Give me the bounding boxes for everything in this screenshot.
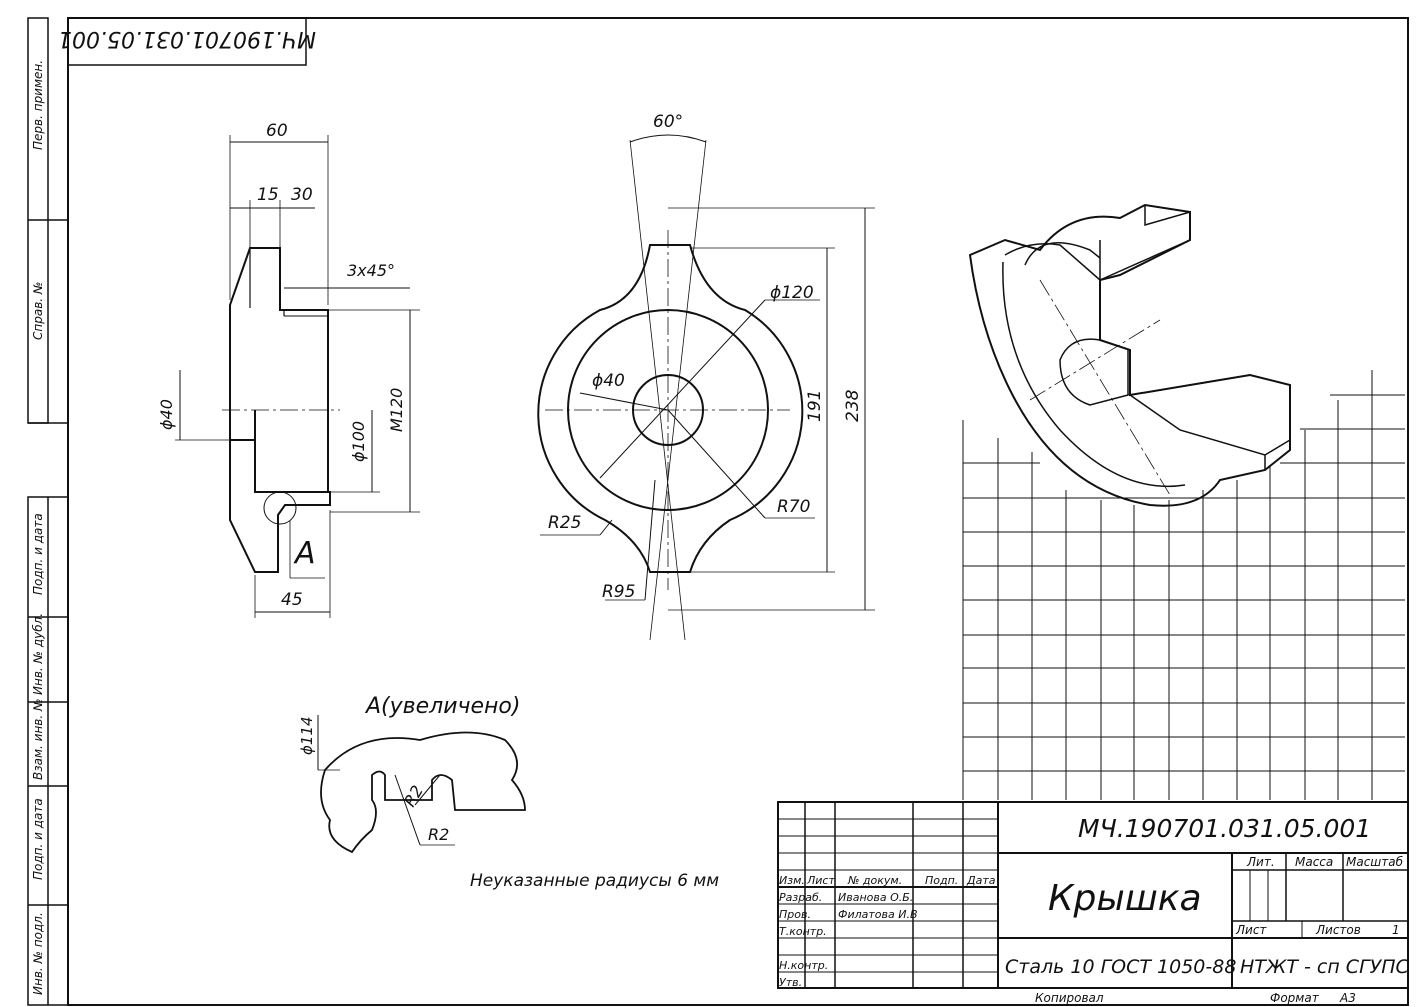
title-block: Изм. Лист № докум. Подп. Дата Разраб. Ив…	[777, 801, 1410, 1005]
dim-d40-side: ϕ40	[157, 399, 176, 430]
row-role: Разраб.	[779, 891, 822, 904]
dim-r2a: R2	[400, 782, 427, 810]
masshtab-label: Масштаб	[1346, 855, 1404, 869]
title-code: МЧ.190701.031.05.001	[1078, 814, 1371, 843]
dim-191: 191	[805, 390, 825, 422]
dim-238: 238	[843, 389, 863, 422]
row-name: Филатова И.В	[838, 908, 918, 921]
dim-m120: M120	[387, 388, 406, 432]
front-view: 60° ϕ120 ϕ40 191 238 R25 R70 R95	[537, 112, 875, 641]
side-label-sprav: Справ. №	[31, 282, 45, 340]
list-label: Лист	[1235, 923, 1267, 937]
dim-r70: R70	[777, 497, 810, 517]
dim-d40-front: ϕ40	[592, 371, 625, 391]
col-izm: Изм.	[779, 874, 805, 887]
angle-60: 60°	[653, 112, 683, 132]
detail-view: A(увеличено) ϕ114 R2 R2	[298, 694, 526, 854]
lit-label: Лит.	[1246, 855, 1275, 869]
kopiroval-label: Копировал	[1035, 991, 1104, 1005]
dim-15: 15	[257, 185, 279, 205]
side-label-inv-podl: Инв. № подл.	[31, 912, 45, 995]
sheet-frame	[27, 17, 1409, 1006]
format-label: Формат	[1270, 991, 1320, 1005]
listov-value: 1	[1392, 923, 1400, 937]
section-view: 60 15 30 3x45° ϕ40 ϕ100 M120 45 A	[157, 121, 420, 618]
dim-r25: R25	[548, 513, 581, 533]
dim-d120: ϕ120	[770, 283, 814, 303]
dim-r2b: R2	[428, 825, 449, 844]
dim-45: 45	[281, 590, 303, 610]
col-data: Дата	[966, 874, 996, 887]
dim-r95: R95	[602, 582, 635, 602]
top-code-box: МЧ.190701.031.05.001	[58, 17, 316, 66]
row-name: Иванова О.Б.	[838, 891, 913, 904]
col-podp: Подп.	[925, 874, 958, 887]
material: Сталь 10 ГОСТ 1050-88	[1005, 956, 1236, 978]
isometric-view	[962, 203, 1405, 800]
organization: НТЖТ - сп СГУПС	[1240, 956, 1410, 978]
side-label-vzam: Взам. инв. №	[31, 699, 45, 780]
dim-chamfer: 3x45°	[347, 261, 395, 280]
side-label-podp1: Подп. и дата	[31, 513, 45, 595]
part-name: Крышка	[1048, 878, 1202, 919]
side-label-inv-dubl: Инв. № дубл.	[31, 613, 45, 695]
dim-d114: ϕ114	[298, 716, 316, 755]
dim-d100: ϕ100	[349, 421, 368, 462]
detail-mark-a: A	[293, 536, 316, 571]
side-label-podp2: Подп. и дата	[31, 798, 45, 880]
row-role: Утв.	[779, 976, 802, 989]
side-label-perv: Перв. примен.	[31, 60, 45, 150]
detail-title: A(увеличено)	[364, 694, 520, 719]
listov-label: Листов	[1315, 923, 1361, 937]
dim-30: 30	[291, 185, 313, 205]
dim-60: 60	[266, 121, 288, 141]
row-role: Пров.	[779, 908, 811, 921]
format-value: А3	[1339, 991, 1356, 1005]
note-radii: Неуказанные радиусы 6 мм	[470, 871, 719, 891]
massa-label: Масса	[1295, 855, 1333, 869]
top-code-text: МЧ.190701.031.05.001	[58, 26, 316, 51]
row-role: Н.контр.	[779, 959, 828, 972]
col-list: Лист	[806, 874, 835, 887]
row-role: Т.контр.	[779, 925, 827, 938]
col-dokum: № докум.	[847, 874, 902, 887]
